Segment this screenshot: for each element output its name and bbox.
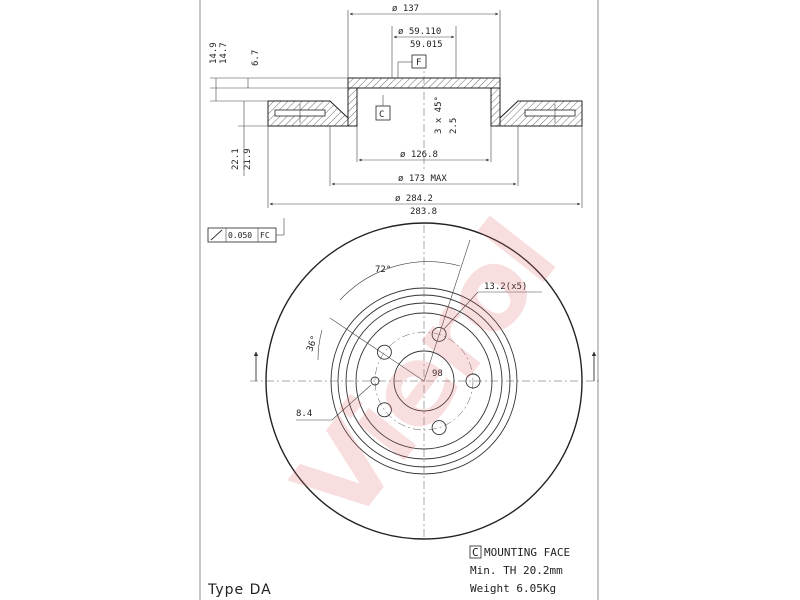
dim-22-1-label: 22.1	[231, 148, 241, 170]
datum-f-box	[411, 54, 427, 69]
bolt-hole-3	[376, 402, 392, 418]
holes-leader	[443, 291, 479, 330]
dim-14-7-label: 14.7	[219, 42, 229, 64]
mounting-face-label: MOUNTING FACE	[484, 546, 570, 559]
angle-72-arc	[339, 261, 461, 301]
min-thickness-label: Min. TH 20.2mm	[470, 564, 563, 577]
holes-label: 13.2(x5)	[484, 282, 527, 292]
dim-59-110-label: ø 59.110	[398, 27, 441, 37]
weight-label: Weight 6.05Kg	[470, 582, 556, 595]
mounting-face-tag: C	[472, 546, 479, 559]
watermark-logo: Vierol	[270, 200, 580, 546]
bolt-hole-4	[376, 344, 392, 360]
datum-c-label: C	[379, 110, 384, 120]
runout-icon	[210, 229, 223, 241]
locating-hole-label: 8.4	[296, 409, 312, 419]
angle-36-arc	[317, 329, 323, 361]
locating-hole	[370, 376, 380, 386]
datum-f-label: F	[416, 58, 421, 68]
section-view: ø 137 ø 59.110 59.015 F C 14.9 14.7 6.7 …	[207, 4, 583, 243]
pcd-label: 98	[432, 369, 443, 379]
mounting-face-box	[469, 545, 482, 559]
tolerance-ref: FC	[260, 231, 270, 240]
dim-137-label: ø 137	[392, 4, 419, 14]
dim-2-5-label: 2.5	[449, 118, 459, 134]
dim-14-9-label: 14.9	[209, 42, 219, 64]
locating-leader	[331, 384, 372, 421]
angle-ray-2	[329, 317, 425, 382]
dim-21-9-label: 21.9	[243, 148, 253, 170]
tolerance-value: 0.050	[228, 231, 252, 240]
dim-283-8-label: 283.8	[410, 207, 437, 217]
chamfer-label: 3 x 45°	[434, 96, 444, 134]
hat-wall-right	[490, 87, 501, 127]
bolt-hole-1	[465, 373, 481, 389]
bolt-hole-2	[431, 420, 447, 436]
dim-126-label: ø 126.8	[400, 150, 438, 160]
angle-ray-1	[423, 239, 471, 382]
plan-view: 72° 36° 13.2(x5) 98 8.4	[250, 222, 600, 540]
dim-173-label: ø 173 MAX	[398, 174, 447, 184]
dim-284-2-label: ø 284.2	[395, 194, 433, 204]
dim-6-7-label: 6.7	[251, 50, 261, 66]
bolt-holes	[376, 326, 481, 436]
vent-channel-right	[524, 109, 576, 117]
bolt-hole-5	[431, 326, 447, 342]
dim-59-015-label: 59.015	[410, 40, 443, 50]
hat-wall-left	[347, 87, 358, 127]
angle-72-label: 72°	[375, 265, 391, 275]
type-label: Type DA	[207, 582, 272, 598]
